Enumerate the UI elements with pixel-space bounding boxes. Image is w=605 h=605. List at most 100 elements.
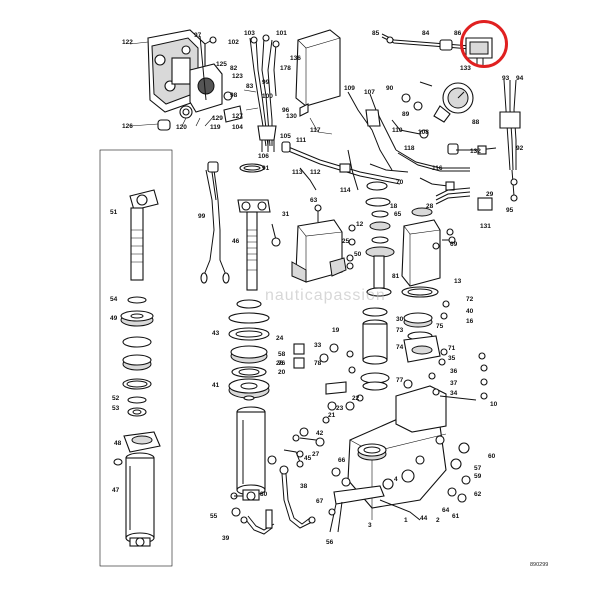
callout: 25: [342, 238, 350, 245]
callout: 114: [340, 187, 351, 194]
callout: 83: [246, 83, 254, 90]
callout: 29: [486, 191, 494, 198]
callout: 22: [352, 395, 360, 402]
callout: 125: [216, 61, 227, 68]
callout: 75: [436, 323, 444, 330]
callout: 106: [258, 153, 269, 160]
control-cables: [281, 141, 455, 191]
callout: 65: [394, 211, 402, 218]
callout: 21: [328, 412, 336, 419]
callout: 117: [310, 127, 321, 134]
callout: 58: [278, 351, 286, 358]
callout: 41: [212, 382, 220, 389]
callout: 1: [404, 517, 408, 524]
callout: 100: [262, 93, 273, 100]
callout: 107: [364, 89, 375, 96]
callout: 69: [450, 241, 458, 248]
callout: 48: [114, 440, 122, 447]
callout: 47: [112, 487, 120, 494]
callout: 49: [110, 315, 118, 322]
callout: 3: [368, 522, 372, 529]
callout: 40: [466, 308, 474, 315]
callout: 52: [112, 395, 120, 402]
callout: 27: [312, 451, 320, 458]
stack-center-top: [346, 181, 454, 270]
callout: 59: [474, 473, 482, 480]
motor-63: [291, 204, 347, 283]
callout: 97: [194, 32, 202, 39]
callout: 78: [314, 360, 322, 367]
callout: 43: [212, 330, 220, 337]
callout: 133: [460, 65, 471, 72]
callout: 80: [260, 491, 268, 498]
callout: 28: [426, 203, 434, 210]
callout: 61: [452, 513, 460, 520]
callout: 136: [290, 55, 301, 62]
callout: 130: [286, 113, 297, 120]
top-left-assembly: [129, 29, 243, 131]
callout: 63: [310, 197, 318, 204]
callout: 36: [450, 368, 458, 375]
callout: 35: [448, 355, 456, 362]
callout: 38: [300, 483, 308, 490]
callout: 92: [516, 145, 524, 152]
callout: 119: [210, 124, 221, 131]
callout: 18: [390, 203, 398, 210]
shaft-81: [366, 255, 439, 298]
callout-labels: 97 103 101 85 84 86 1 22 102 125 82 12 3 1…: [110, 30, 524, 546]
screw-31: [271, 223, 281, 247]
callout: 67: [316, 498, 324, 505]
callout: 70: [396, 179, 404, 186]
callout: 10: [490, 401, 498, 408]
callout: 109: [344, 85, 355, 92]
callout: 81: [392, 273, 400, 280]
callout: 56: [326, 539, 334, 546]
callout: 60: [488, 453, 496, 460]
trim-gauge: [401, 81, 474, 123]
callout: 74: [396, 344, 404, 351]
callout: 112: [310, 169, 321, 176]
wire-99: [200, 161, 230, 284]
callout: 23: [336, 405, 344, 412]
callout: 64: [442, 507, 450, 514]
callout: 102: [228, 39, 239, 46]
callout: 34: [450, 390, 458, 397]
callout: 82: [230, 65, 238, 72]
callout: 131: [480, 223, 491, 230]
callout: 62: [474, 491, 482, 498]
callout: 103: [244, 30, 255, 37]
motor-28: [401, 187, 493, 287]
wire-harness: [243, 34, 280, 152]
callout: 77: [396, 377, 404, 384]
callout: 46: [232, 238, 240, 245]
callout: 19: [332, 327, 340, 334]
callout: 53: [112, 405, 120, 412]
callout: 66: [338, 457, 346, 464]
callout: 42: [316, 430, 324, 437]
callout: 111: [296, 137, 307, 144]
callout: 178: [280, 65, 291, 72]
callout: 108: [418, 129, 429, 136]
callout: 55: [210, 513, 218, 520]
callout: 86: [454, 30, 462, 37]
callout: 105: [280, 133, 291, 140]
callout: 20: [278, 369, 286, 376]
callout: 85: [372, 30, 380, 37]
callout: 84: [422, 30, 430, 37]
callout: 98: [230, 92, 238, 99]
relay-box: [295, 29, 341, 135]
callout: 126: [122, 123, 133, 130]
callout: 89: [402, 111, 410, 118]
inset-panel: [99, 149, 173, 567]
callout: 12: [356, 221, 364, 228]
callout: 91: [262, 165, 270, 172]
switch-cables: [347, 91, 497, 172]
callout: 127: [232, 113, 243, 120]
callout: 113: [292, 169, 303, 176]
callout: 120: [176, 124, 187, 131]
callout: 101: [276, 30, 287, 37]
callout: 71: [448, 345, 456, 352]
callout: 93: [502, 75, 510, 82]
